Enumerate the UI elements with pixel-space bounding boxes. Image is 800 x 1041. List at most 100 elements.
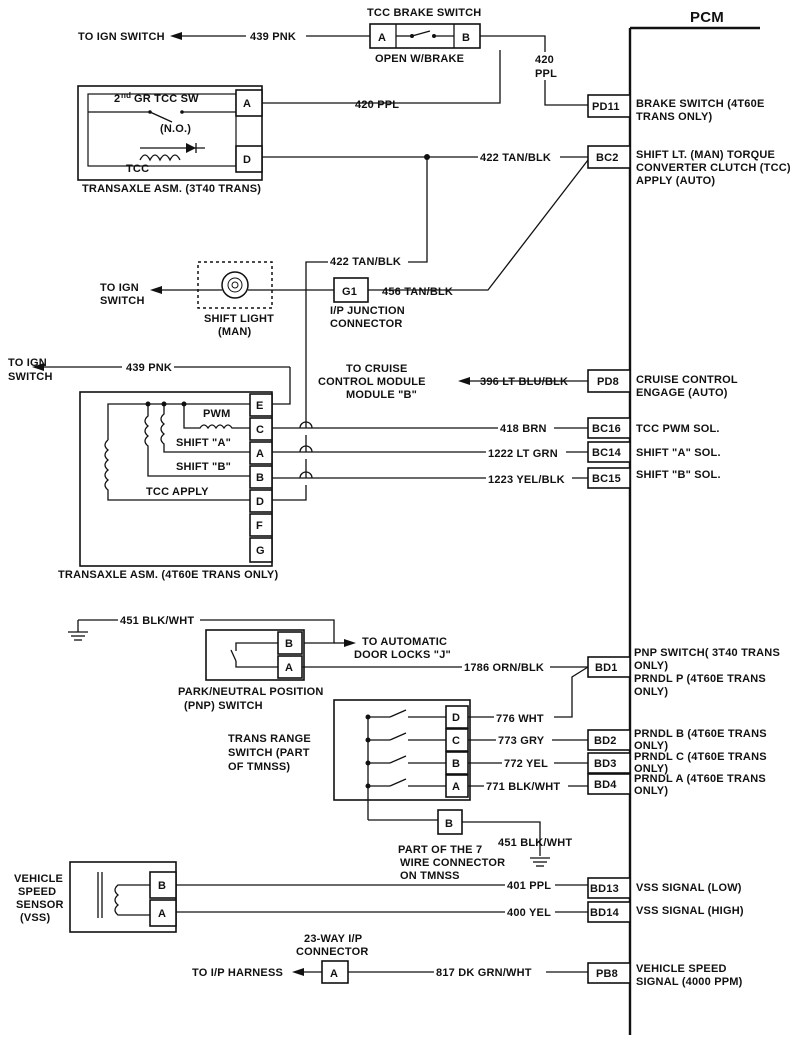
pcm-pin-BD4: BD4 PRNDL A (4T60E TRANS ONLY): [587, 773, 766, 797]
vss-label: SPEED: [18, 886, 56, 898]
tcc-apply-label: TCC APPLY: [146, 486, 209, 498]
wire-451-b: [462, 821, 541, 856]
pcm-pin-BD1: BD1 PNP SWITCH( 3T40 TRANS ONLY) PRNDL P…: [587, 647, 780, 698]
open-w-brake-label: OPEN W/BRAKE: [375, 53, 464, 65]
transaxle-4t60e-label: TRANSAXLE ASM. (4T60E TRANS ONLY): [58, 569, 278, 581]
vss-label: (VSS): [20, 912, 50, 924]
pin-label: BC14: [592, 447, 622, 459]
pin-desc: VSS SIGNAL (HIGH): [636, 905, 744, 917]
pin-desc: SHIFT "B" SOL.: [636, 469, 721, 481]
wire-label: 422 TAN/BLK: [480, 152, 551, 164]
pnp-switch: B A PARK/NEUTRAL POSITION (PNP) SWITCH: [178, 629, 324, 712]
pin-desc: TRANS ONLY): [636, 111, 712, 123]
pin-desc: SHIFT "A" SOL.: [636, 447, 721, 459]
pin-label: F: [256, 520, 263, 532]
pin-label: B: [285, 638, 293, 650]
pin-label: C: [452, 735, 460, 747]
pin-label: G: [256, 545, 265, 557]
pin-label: A: [378, 32, 386, 44]
ip-junction-label: CONNECTOR: [330, 318, 403, 330]
pin-desc: PRNDL A (4T60E TRANS: [634, 773, 766, 785]
pin-desc: ENGAGE (AUTO): [636, 387, 728, 399]
to-cruise-label: CONTROL MODULE: [318, 376, 426, 388]
shift-b-label: SHIFT "B": [176, 461, 231, 473]
pin-label: BD1: [595, 662, 618, 674]
wire-451-a: [78, 619, 335, 644]
trans-range-label: SWITCH (PART: [228, 747, 310, 759]
arrow-icon: [32, 363, 44, 371]
pin-label: BD2: [594, 735, 617, 747]
pin-label: BD3: [594, 758, 617, 770]
pin-label: D: [256, 496, 264, 508]
shift-light: SHIFT LIGHT (MAN): [197, 261, 274, 338]
pin-label: C: [256, 424, 264, 436]
arrow-icon: [458, 377, 470, 385]
wire-776: [468, 666, 589, 718]
pin-desc: PRNDL B (4T60E TRANS: [634, 728, 767, 740]
pin-desc: SHIFT LT. (MAN) TORQUE: [636, 149, 775, 161]
pin-label: BC15: [592, 473, 621, 485]
wire-label: 400 YEL: [507, 907, 551, 919]
pin-label: G1: [342, 286, 357, 298]
part-of-7-label: PART OF THE 7: [398, 844, 482, 856]
pin-label: PD8: [597, 376, 619, 388]
ip-23way-label: CONNECTOR: [296, 946, 369, 958]
vss: B A VEHICLE SPEED SENSOR (VSS): [14, 861, 177, 933]
pin-label: A: [452, 781, 460, 793]
pin-desc: CONVERTER CLUTCH (TCC): [636, 162, 791, 174]
arrow-icon: [292, 968, 304, 976]
pin-desc: ONLY): [634, 763, 668, 775]
gr-tcc-num: 2: [114, 93, 120, 105]
wire-label: 422 TAN/BLK: [330, 256, 401, 268]
shift-a-label: SHIFT "A": [176, 437, 231, 449]
pin-desc: BRAKE SWITCH (4T60E: [636, 98, 764, 110]
wire-456: [368, 159, 589, 291]
to-ign-label: TO IGN: [100, 282, 139, 294]
transaxle-4t60e: E C A B D F G PWM SHIFT "A" SHIFT "B" TC…: [58, 391, 278, 581]
transaxle-3t40: A D 2 nd GR TCC SW (N.O.) TCC TRANSAXLE …: [77, 85, 263, 195]
pcm-title: PCM: [690, 9, 724, 26]
pin-label: BD4: [594, 779, 617, 791]
to-cruise-label: MODULE "B": [346, 389, 417, 401]
tcc-label: TCC: [126, 163, 149, 175]
to-ign-label: SWITCH: [8, 371, 53, 383]
door-locks-label: DOOR LOCKS "J": [354, 649, 451, 661]
pin-desc: ONLY): [634, 740, 668, 752]
wire-label: 439 PNK: [250, 31, 296, 43]
trans-range-label: OF TMNSS): [228, 761, 290, 773]
pcm-pin-BC14: BC14 SHIFT "A" SOL.: [587, 441, 721, 463]
door-locks-label: TO AUTOMATIC: [362, 636, 447, 648]
trans-range-label: TRANS RANGE: [228, 733, 311, 745]
pin-label: B: [445, 818, 453, 830]
ground-icon: [68, 631, 88, 641]
wire-label: 451 BLK/WHT: [120, 615, 194, 627]
pwm-label: PWM: [203, 408, 230, 420]
pcm-pin-BD13: BD13 VSS SIGNAL (LOW): [587, 877, 742, 899]
pin-label: BD13: [590, 883, 619, 895]
pin-label: E: [256, 400, 264, 412]
gr-tcc-sup: nd: [121, 91, 131, 100]
pin-label: A: [243, 98, 251, 110]
arrow-icon: [344, 639, 356, 647]
pnp-label: PARK/NEUTRAL POSITION: [178, 686, 324, 698]
wire-label: 401 PPL: [507, 880, 551, 892]
pin-desc: PNP SWITCH( 3T40 TRANS: [634, 647, 780, 659]
vss-label: VEHICLE: [14, 873, 63, 885]
wire-label: 772 YEL: [504, 758, 548, 770]
to-ign-label: SWITCH: [100, 295, 145, 307]
pin-label: BC16: [592, 423, 621, 435]
wire-420: [262, 50, 501, 104]
pcm-pin-PD8: PD8 CRUISE CONTROL ENGAGE (AUTO): [587, 369, 738, 399]
to-ign-label: TO IGN: [8, 357, 47, 369]
pin-desc: TCC PWM SOL.: [636, 423, 720, 435]
part-of-7-label: WIRE CONNECTOR: [400, 857, 505, 869]
pin-label: BC2: [596, 152, 619, 164]
wire-label: 451 BLK/WHT: [498, 837, 572, 849]
tcc-brake-switch: TCC BRAKE SWITCH A B OPEN W/BRAKE: [367, 7, 481, 65]
wire-label: PPL: [535, 68, 557, 80]
wire-label: 773 GRY: [498, 735, 545, 747]
pin-desc: APPLY (AUTO): [636, 175, 715, 187]
g1-connector: [333, 277, 369, 303]
pin-desc: PRNDL C (4T60E TRANS: [634, 751, 767, 763]
